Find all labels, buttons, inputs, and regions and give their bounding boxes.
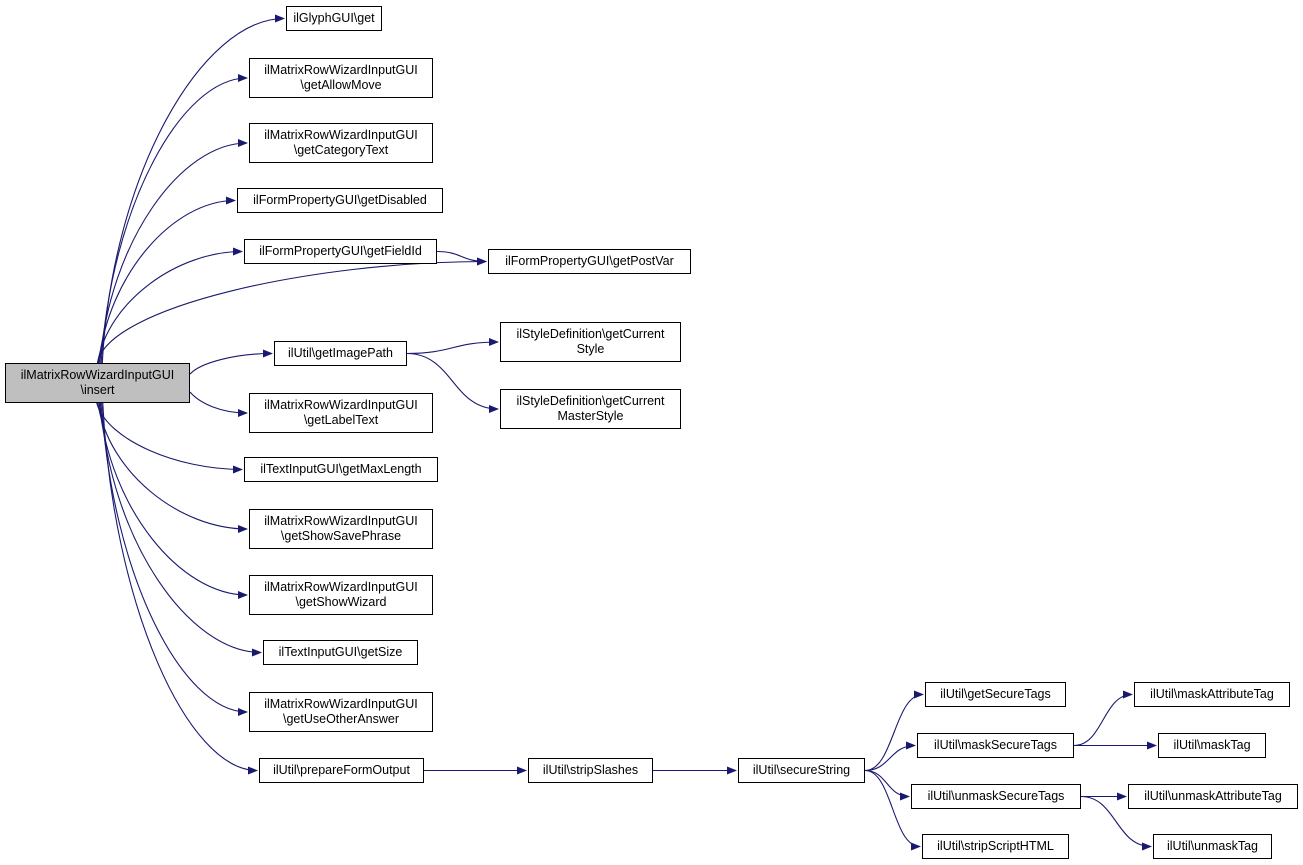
node-secure-string[interactable]: ilUtil\secureString [738, 758, 865, 783]
edge-root-to-get_disabled [98, 196, 236, 364]
node-strip-script-html[interactable]: ilUtil\stripScriptHTML [922, 834, 1069, 859]
node-get-disabled[interactable]: ilFormPropertyGUI\getDisabled [237, 188, 443, 213]
edge-root-to-get_category_text [99, 139, 248, 364]
edge-get_field_id-to-get_post_var [436, 250, 487, 266]
node-label: ilUtil\unmaskSecureTags [927, 789, 1065, 803]
edge-root-to-get_size [99, 402, 262, 657]
node-label: ilMatrixRowWizardInputGUI [264, 398, 418, 412]
edge-root-to-get_show_save_phrase [97, 402, 248, 533]
node-label: ilUtil\maskSecureTags [934, 738, 1057, 752]
edge-secure_string-to-get_secure_tags [864, 690, 924, 772]
node-label: ilUtil\stripScriptHTML [937, 839, 1054, 853]
edge-secure_string-to-unmask_secure_tags [864, 769, 910, 801]
node-get-image-path[interactable]: ilUtil\getImagePath [274, 341, 407, 366]
edge-secure_string-to-strip_script_html [864, 769, 921, 851]
edge-get_image_path-to-get_current_master_style [406, 352, 499, 413]
edge-root-to-get_max_length [96, 402, 243, 474]
node-label: ilGlyphGUI\get [293, 11, 375, 25]
node-label: ilUtil\unmaskTag [1166, 839, 1258, 853]
node-label: ilUtil\unmaskAttributeTag [1144, 789, 1282, 803]
node-label: ilMatrixRowWizardInputGUI [264, 697, 418, 711]
node-get-max-length[interactable]: ilTextInputGUI\getMaxLength [244, 457, 438, 482]
edge-get_image_path-to-get_current_style [406, 338, 499, 355]
node-get-size[interactable]: ilTextInputGUI\getSize [263, 640, 418, 665]
node-get-category-text[interactable]: ilMatrixRowWizardInputGUI\getCategoryTex… [249, 123, 433, 163]
edge-root-to-get_field_id [97, 247, 243, 364]
node-label: ilFormPropertyGUI\getFieldId [259, 244, 422, 258]
node-label: ilTextInputGUI\getMaxLength [260, 462, 422, 476]
node-get-label-text[interactable]: ilMatrixRowWizardInputGUI\getLabelText [249, 393, 433, 433]
edge-root-to-get_show_wizard [98, 402, 248, 599]
node-strip-slashes[interactable]: ilUtil\stripSlashes [528, 758, 653, 783]
node-label: Style [576, 342, 605, 356]
edge-mask_secure_tags-to-mask_attribute_tag [1073, 690, 1133, 747]
node-label: ilMatrixRowWizardInputGUI [20, 368, 175, 382]
node-label: MasterStyle [557, 409, 624, 423]
node-label: \getUseOtherAnswer [282, 712, 400, 726]
node-unmask-tag[interactable]: ilUtil\unmaskTag [1153, 834, 1272, 859]
node-unmask-secure-tags[interactable]: ilUtil\unmaskSecureTags [911, 784, 1081, 809]
node-label: ilStyleDefinition\getCurrent [516, 394, 665, 408]
node-root-insert: ilMatrixRowWizardInputGUI\insert [5, 363, 190, 403]
node-glyph-get[interactable]: ilGlyphGUI\get [286, 6, 382, 31]
node-label: ilMatrixRowWizardInputGUI [264, 128, 418, 142]
node-get-show-save-phrase[interactable]: ilMatrixRowWizardInputGUI\getShowSavePhr… [249, 509, 433, 549]
node-mask-secure-tags[interactable]: ilUtil\maskSecureTags [917, 733, 1074, 758]
node-label: \insert [80, 383, 115, 397]
node-label: \getShowWizard [295, 595, 387, 609]
node-label: ilTextInputGUI\getSize [278, 645, 403, 659]
node-get-post-var[interactable]: ilFormPropertyGUI\getPostVar [488, 249, 691, 274]
edge-unmask_secure_tags-to-unmask_tag [1080, 795, 1152, 851]
node-label: ilUtil\stripSlashes [542, 763, 639, 777]
node-mask-tag[interactable]: ilUtil\maskTag [1158, 733, 1266, 758]
edge-root-to-get_label_text [189, 391, 248, 417]
node-label: ilUtil\maskTag [1173, 738, 1251, 752]
node-label: ilMatrixRowWizardInputGUI [264, 580, 418, 594]
node-unmask-attribute-tag[interactable]: ilUtil\unmaskAttributeTag [1128, 784, 1298, 809]
node-label: \getCategoryText [293, 143, 389, 157]
edge-root-to-get_image_path [189, 349, 273, 375]
node-label: ilStyleDefinition\getCurrent [516, 327, 665, 341]
node-label: ilUtil\secureString [752, 763, 851, 777]
node-label: ilMatrixRowWizardInputGUI [264, 514, 418, 528]
node-label: \getShowSavePhrase [280, 529, 402, 543]
edge-root-to-prepare_form_output [102, 402, 258, 775]
node-get-show-wizard[interactable]: ilMatrixRowWizardInputGUI\getShowWizard [249, 575, 433, 615]
node-get-field-id[interactable]: ilFormPropertyGUI\getFieldId [244, 239, 437, 264]
node-label: ilFormPropertyGUI\getPostVar [505, 254, 674, 268]
node-prepare-form-output[interactable]: ilUtil\prepareFormOutput [259, 758, 424, 783]
node-mask-attribute-tag[interactable]: ilUtil\maskAttributeTag [1134, 682, 1290, 707]
node-label: ilUtil\getImagePath [288, 346, 393, 360]
node-get-use-other-answer[interactable]: ilMatrixRowWizardInputGUI\getUseOtherAns… [249, 692, 433, 732]
node-get-secure-tags[interactable]: ilUtil\getSecureTags [925, 682, 1066, 707]
edge-root-to-get_allow_move [100, 74, 248, 364]
edge-secure_string-to-mask_secure_tags [864, 741, 916, 772]
node-label: ilUtil\prepareFormOutput [273, 763, 410, 777]
node-label: \getLabelText [303, 413, 379, 427]
node-label: ilMatrixRowWizardInputGUI [264, 63, 418, 77]
node-get-allow-move[interactable]: ilMatrixRowWizardInputGUI\getAllowMove [249, 58, 433, 98]
node-label: ilUtil\getSecureTags [940, 687, 1051, 701]
node-label: \getAllowMove [300, 78, 382, 92]
node-label: ilUtil\maskAttributeTag [1150, 687, 1274, 701]
node-label: ilFormPropertyGUI\getDisabled [253, 193, 427, 207]
